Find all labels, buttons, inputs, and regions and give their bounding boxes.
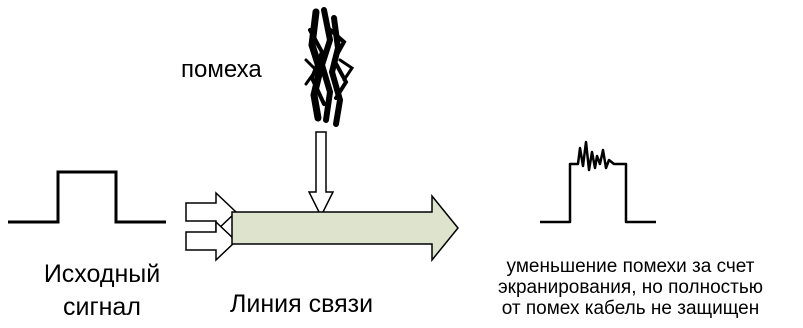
double-outline-arrow-icon — [185, 191, 238, 262]
source-pulse-waveform — [8, 170, 166, 224]
noise-label: помеха — [181, 56, 262, 83]
source-signal-label-line-1: Исходный — [43, 260, 161, 288]
hollow-down-arrow-icon — [307, 131, 335, 218]
communication-line-arrow — [231, 193, 459, 263]
result-caption-line-1: уменьшение помехи за счет — [506, 256, 755, 277]
result-caption-line-2: экранирования, но полностью — [497, 277, 764, 298]
result-caption: уменьшение помехи за счет экранирования,… — [458, 256, 803, 319]
source-signal-label-line-2: сигнал — [63, 293, 141, 321]
received-pulse-waveform — [540, 140, 656, 224]
result-caption-line-3: от помех кабель не защищен — [501, 298, 760, 319]
noise-scribble-icon — [304, 7, 355, 127]
communication-line-label: Линия связи — [230, 290, 374, 318]
source-signal-label: Исходный сигнал — [12, 258, 192, 324]
